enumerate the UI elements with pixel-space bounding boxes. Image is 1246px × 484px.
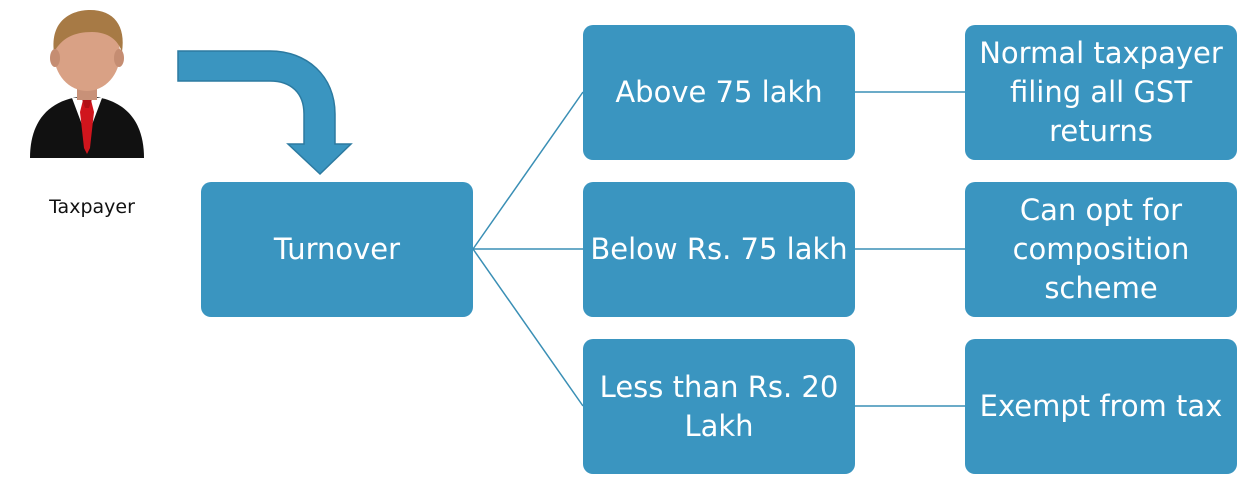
bent-arrow-icon	[177, 50, 353, 176]
turnover-node: Turnover	[201, 182, 473, 317]
outcome-normal-taxpayer: Normal taxpayer filing all GST returns	[965, 25, 1237, 160]
turnover-label: Turnover	[273, 232, 401, 266]
branch-label: Above 75 lakh	[615, 75, 823, 109]
branch-label: Less than Rs. 20 Lakh	[599, 369, 839, 443]
businessman-icon	[30, 10, 144, 158]
branch-label: Below Rs. 75 lakh	[590, 232, 848, 266]
branch-above-75-lakh: Above 75 lakh	[583, 25, 855, 160]
outcome-label: Exempt from tax	[979, 389, 1223, 423]
taxpayer-label: Taxpayer	[49, 196, 135, 218]
connector-turnover-less	[472, 248, 584, 407]
branch-below-75-lakh: Below Rs. 75 lakh	[583, 182, 855, 317]
connector-turnover-above	[472, 91, 584, 250]
outcome-label: Can opt for composition scheme	[1012, 193, 1190, 305]
outcome-label: Normal taxpayer filing all GST returns	[979, 36, 1223, 148]
branch-less-than-20-lakh: Less than Rs. 20 Lakh	[583, 339, 855, 474]
outcome-composition-scheme: Can opt for composition scheme	[965, 182, 1237, 317]
outcome-exempt-from-tax: Exempt from tax	[965, 339, 1237, 474]
